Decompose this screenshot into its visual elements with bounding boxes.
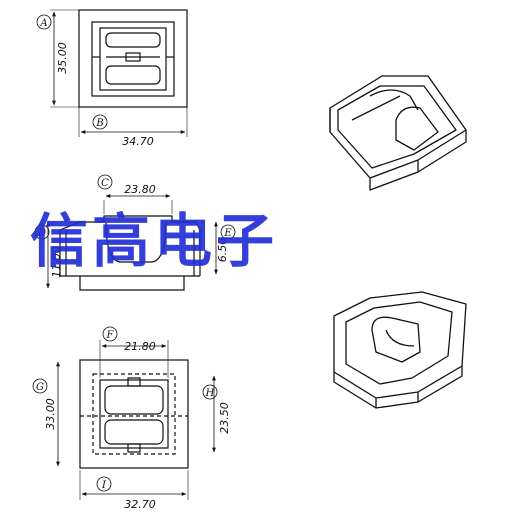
label-f: F	[106, 330, 115, 341]
isometric-view-bottom	[333, 291, 467, 409]
label-a: A	[39, 18, 47, 29]
label-g: G	[36, 382, 44, 393]
label-d: D	[37, 228, 46, 239]
label-h: H	[205, 388, 215, 399]
side-view-labels: C 23.80 D 11.00 E 6.50	[34, 174, 236, 278]
dim-side-left: 11.00	[50, 246, 63, 278]
dim-top-width: 34.70	[122, 135, 154, 148]
dim-bottom-height: 33.00	[44, 398, 57, 430]
label-c: C	[101, 178, 109, 189]
label-i: I	[101, 480, 107, 491]
dim-side-height: 6.50	[216, 238, 229, 263]
isometric-view-top	[329, 75, 467, 191]
dim-bottom-right: 23.50	[218, 402, 231, 434]
bottom-view-labels: F 21.80 G 33.00 H 23.50 I 32.70	[32, 326, 231, 511]
watermark-text: 信高电子	[30, 207, 279, 275]
label-b: B	[95, 118, 103, 129]
top-view	[50, 9, 188, 137]
dim-side-width: 23.80	[124, 183, 156, 196]
label-e: E	[223, 228, 232, 239]
top-view-labels: A 35.00 B 34.70	[36, 14, 154, 148]
side-view	[46, 194, 218, 291]
dim-bottom-inner-width: 21.80	[124, 340, 156, 353]
dim-bottom-width: 32.70	[124, 498, 156, 511]
dim-top-height: 35.00	[56, 42, 69, 74]
bottom-view	[56, 340, 216, 500]
